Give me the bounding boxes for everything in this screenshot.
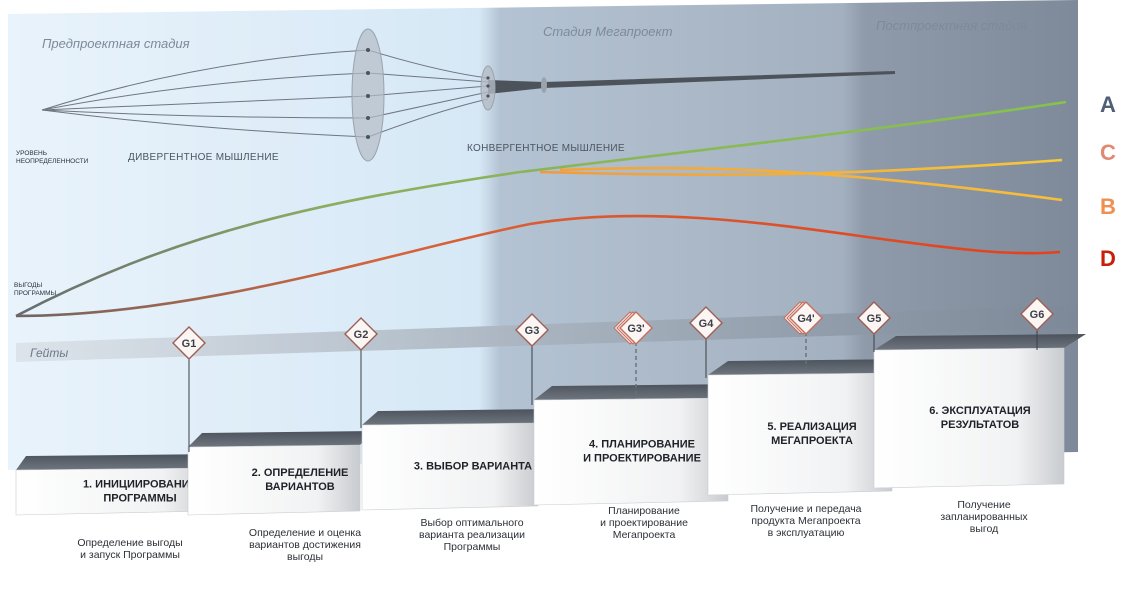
step-1-description: и запуск Программы — [80, 549, 180, 561]
process-steps: 1. ИНИЦИИРОВАНИЕ ПРОГРАММЫ 2. ОПРЕДЕЛЕНИЕ В… — [15, 334, 1086, 516]
step-4-description: Планирование — [608, 505, 680, 517]
gate-label: G3 — [525, 325, 540, 337]
step-6-description: Получение — [957, 499, 1011, 511]
step-6: 6. ЭКСПЛУАТАЦИЯ РЕЗУЛЬТАТОВ — [873, 334, 1086, 489]
step-4-title: 4. ПЛАНИРОВАНИЕ — [589, 439, 695, 451]
step-3-description: Выбор оптимального — [420, 517, 523, 529]
step-5-description: продукта Мегапроекта — [751, 515, 860, 527]
gate-diamond — [857, 301, 891, 335]
step-6-title: РЕЗУЛЬТАТОВ — [941, 419, 1020, 431]
step-1-top — [16, 454, 222, 470]
scenario-letters: AC B D — [1100, 92, 1116, 271]
convergent-line — [488, 71, 895, 94]
gate-g4: G4 — [689, 306, 723, 340]
gate-label: G4' — [797, 313, 815, 325]
gate-diamond — [619, 311, 653, 345]
gate-label: G3' — [627, 323, 645, 335]
gate-label: G2 — [354, 329, 369, 341]
step-2-title: ВАРИАНТОВ — [265, 481, 334, 493]
gate-g3: G3 — [515, 313, 549, 347]
gate-g1: G1 — [172, 326, 206, 360]
scenario-letter-d: D — [1100, 246, 1116, 271]
step-4-face — [533, 397, 729, 506]
step-5: 5. РЕАЛИЗАЦИЯ МЕГАПРОЕКТА — [707, 359, 912, 496]
gate-diamond — [789, 301, 823, 335]
step-5-top — [708, 359, 912, 375]
scenario-b-curve — [559, 166, 1063, 202]
benefits-label-line1: ВЫГОДЫ — [14, 282, 43, 289]
step-2-face — [187, 444, 361, 516]
scenario-c-curve — [539, 158, 1063, 176]
step-5-title: 5. РЕАЛИЗАЦИЯ — [767, 421, 856, 433]
gate-diamond — [172, 326, 206, 360]
convergent-thinking-label: КОНВЕРГЕНТНОЕ МЫШЛЕНИЕ — [467, 143, 625, 154]
benefits-label-line2: ПРОГРАММЫ — [14, 290, 57, 297]
step-6-title: 6. ЭКСПЛУАТАЦИЯ — [929, 405, 1031, 417]
scenario-letter-b: B — [1100, 194, 1116, 219]
convergent-lens-small — [541, 77, 547, 93]
step-2: 2. ОПРЕДЕЛЕНИЕ ВАРИАНТОВ — [187, 431, 374, 516]
gate-diamond — [689, 306, 723, 340]
gate-label: G5 — [867, 313, 882, 325]
step-5-title: МЕГАПРОЕКТА — [771, 435, 853, 447]
step-3: 3. ВЫБОР ВАРИАНТА — [361, 409, 554, 511]
step-1-description: Определение выгоды — [77, 537, 182, 549]
gate-connectors — [188, 328, 1038, 452]
step-4-title: И ПРОЕКТИРОВАНИЕ — [583, 453, 701, 465]
stage-title-mega: Стадия Мегапроект — [543, 24, 673, 39]
uncertainty-label-line1: УРОВЕНЬ — [16, 150, 47, 157]
gate-label: G4 — [699, 318, 715, 330]
scenario-a-curve — [15, 100, 1067, 318]
step-1: 1. ИНИЦИИРОВАНИЕ ПРОГРАММЫ — [15, 454, 222, 516]
gate-diamond — [1020, 297, 1054, 331]
gate-diamond — [344, 317, 378, 351]
step-2-description: вариантов достижения — [249, 539, 361, 551]
stage-title-pre: Предпроектная стадия — [42, 36, 190, 51]
step-6-face — [873, 347, 1065, 489]
step-2-title: 2. ОПРЕДЕЛЕНИЕ — [252, 467, 349, 479]
stage-title-post: Постпроектная стадия — [876, 18, 1027, 33]
step-4-top — [534, 384, 746, 400]
step-5-description: в эксплуатацию — [768, 527, 845, 539]
scenario-d-curve — [15, 214, 1061, 318]
scenario-letter-a: A — [1100, 92, 1116, 117]
step-1-face — [15, 467, 213, 516]
gate-diamond — [515, 313, 549, 347]
step-4-description: и проектирование — [600, 517, 688, 529]
step-5-face — [707, 372, 893, 496]
gate-g5: G5 — [857, 301, 891, 335]
step-3-description: варианта реализации — [419, 529, 525, 541]
divergent-thinking-label: ДИВЕРГЕНТНОЕ МЫШЛЕНИЕ — [128, 152, 279, 163]
gates-band-label: Гейты — [30, 346, 68, 360]
step-2-description: Определение и оценка — [249, 527, 361, 539]
step-1-title: ПРОГРАММЫ — [103, 493, 177, 505]
step-2-top — [188, 431, 374, 447]
gate-label: G6 — [1030, 309, 1045, 321]
scenario-letter-c: C — [1100, 140, 1116, 165]
gate-label: G1 — [182, 338, 197, 350]
step-3-title: 3. ВЫБОР ВАРИАНТА — [414, 461, 532, 473]
step-4-description: Мегапроекта — [613, 529, 676, 541]
step-2-description: выгоды — [287, 551, 323, 563]
step-3-face — [361, 422, 539, 511]
step-6-description: выгод — [970, 523, 998, 535]
step-6-top — [874, 334, 1086, 350]
convergent-lens-medium — [480, 65, 496, 111]
gate-g2: G2 — [344, 317, 378, 351]
step-1-title: 1. ИНИЦИИРОВАНИЕ — [83, 479, 197, 491]
step-5-description: Получение и передача — [750, 503, 861, 515]
step-3-top — [362, 409, 554, 425]
uncertainty-label-line2: НЕОПРЕДЕЛЕННОСТИ — [16, 158, 89, 165]
uncertainty-funnel — [41, 49, 489, 138]
gate-g3-prime: G3' — [613, 311, 653, 345]
step-6-description: запланированных — [940, 511, 1028, 523]
gate-g4-prime: G4' — [783, 301, 823, 335]
step-3-description: Программы — [444, 541, 501, 553]
step-4: 4. ПЛАНИРОВАНИЕ И ПРОЕКТИРОВАНИЕ — [533, 384, 746, 506]
gate-g6: G6 — [1020, 297, 1054, 331]
gate-markers: G1 G2 G3 G3' G4 G4' G5 G6 — [172, 297, 1054, 360]
